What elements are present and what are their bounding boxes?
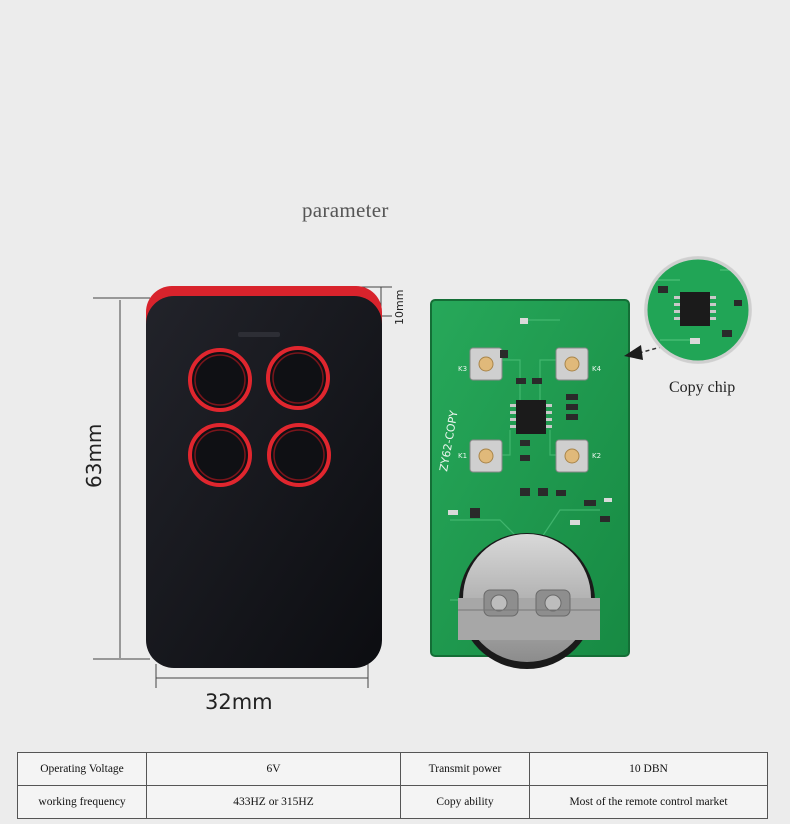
width-dimension-label: 32mm — [205, 690, 273, 714]
table-row: Operating Voltage 6V Transmit power 10 D… — [17, 752, 768, 786]
param-label: Transmit power — [400, 752, 530, 786]
switch-label: K3 — [458, 365, 467, 373]
switch-label: K4 — [592, 365, 602, 373]
switch-label: K1 — [458, 452, 467, 460]
table-row: working frequency 433HZ or 315HZ Copy ab… — [17, 785, 768, 819]
param-value: Most of the remote control market — [529, 785, 768, 819]
param-value: 433HZ or 315HZ — [146, 785, 401, 819]
param-label: Operating Voltage — [17, 752, 147, 786]
switch-label: K2 — [592, 452, 601, 460]
tactile-switch — [469, 439, 503, 473]
param-label: working frequency — [17, 785, 147, 819]
width-dimension-line — [155, 664, 369, 688]
main-chip — [510, 400, 552, 434]
param-label: Copy ability — [400, 785, 530, 819]
copy-chip-label: Copy chip — [669, 379, 736, 396]
battery-holder — [458, 533, 600, 669]
product-illustration: K3 K4 K1 K2 ZY62-COPY — [93, 256, 752, 688]
remote-button — [188, 423, 252, 487]
remote-button — [266, 346, 330, 410]
height-dimension-label: 63mm — [82, 423, 106, 488]
tactile-switch — [555, 439, 589, 473]
tactile-switch — [469, 347, 503, 381]
param-value: 10 DBN — [529, 752, 768, 786]
remote-control — [146, 286, 382, 668]
height-dimension-line — [93, 297, 150, 660]
circuit-board: K3 K4 K1 K2 ZY62-COPY — [430, 299, 630, 669]
parameter-table: Operating Voltage 6V Transmit power 10 D… — [17, 752, 768, 819]
tactile-switch — [555, 347, 589, 381]
remote-button — [267, 423, 331, 487]
page-title: parameter — [302, 198, 389, 222]
chip-callout — [624, 256, 752, 364]
top-dimension-label: 10mm — [393, 289, 406, 325]
remote-button — [188, 348, 252, 412]
smd-component — [470, 350, 610, 522]
param-value: 6V — [146, 752, 401, 786]
